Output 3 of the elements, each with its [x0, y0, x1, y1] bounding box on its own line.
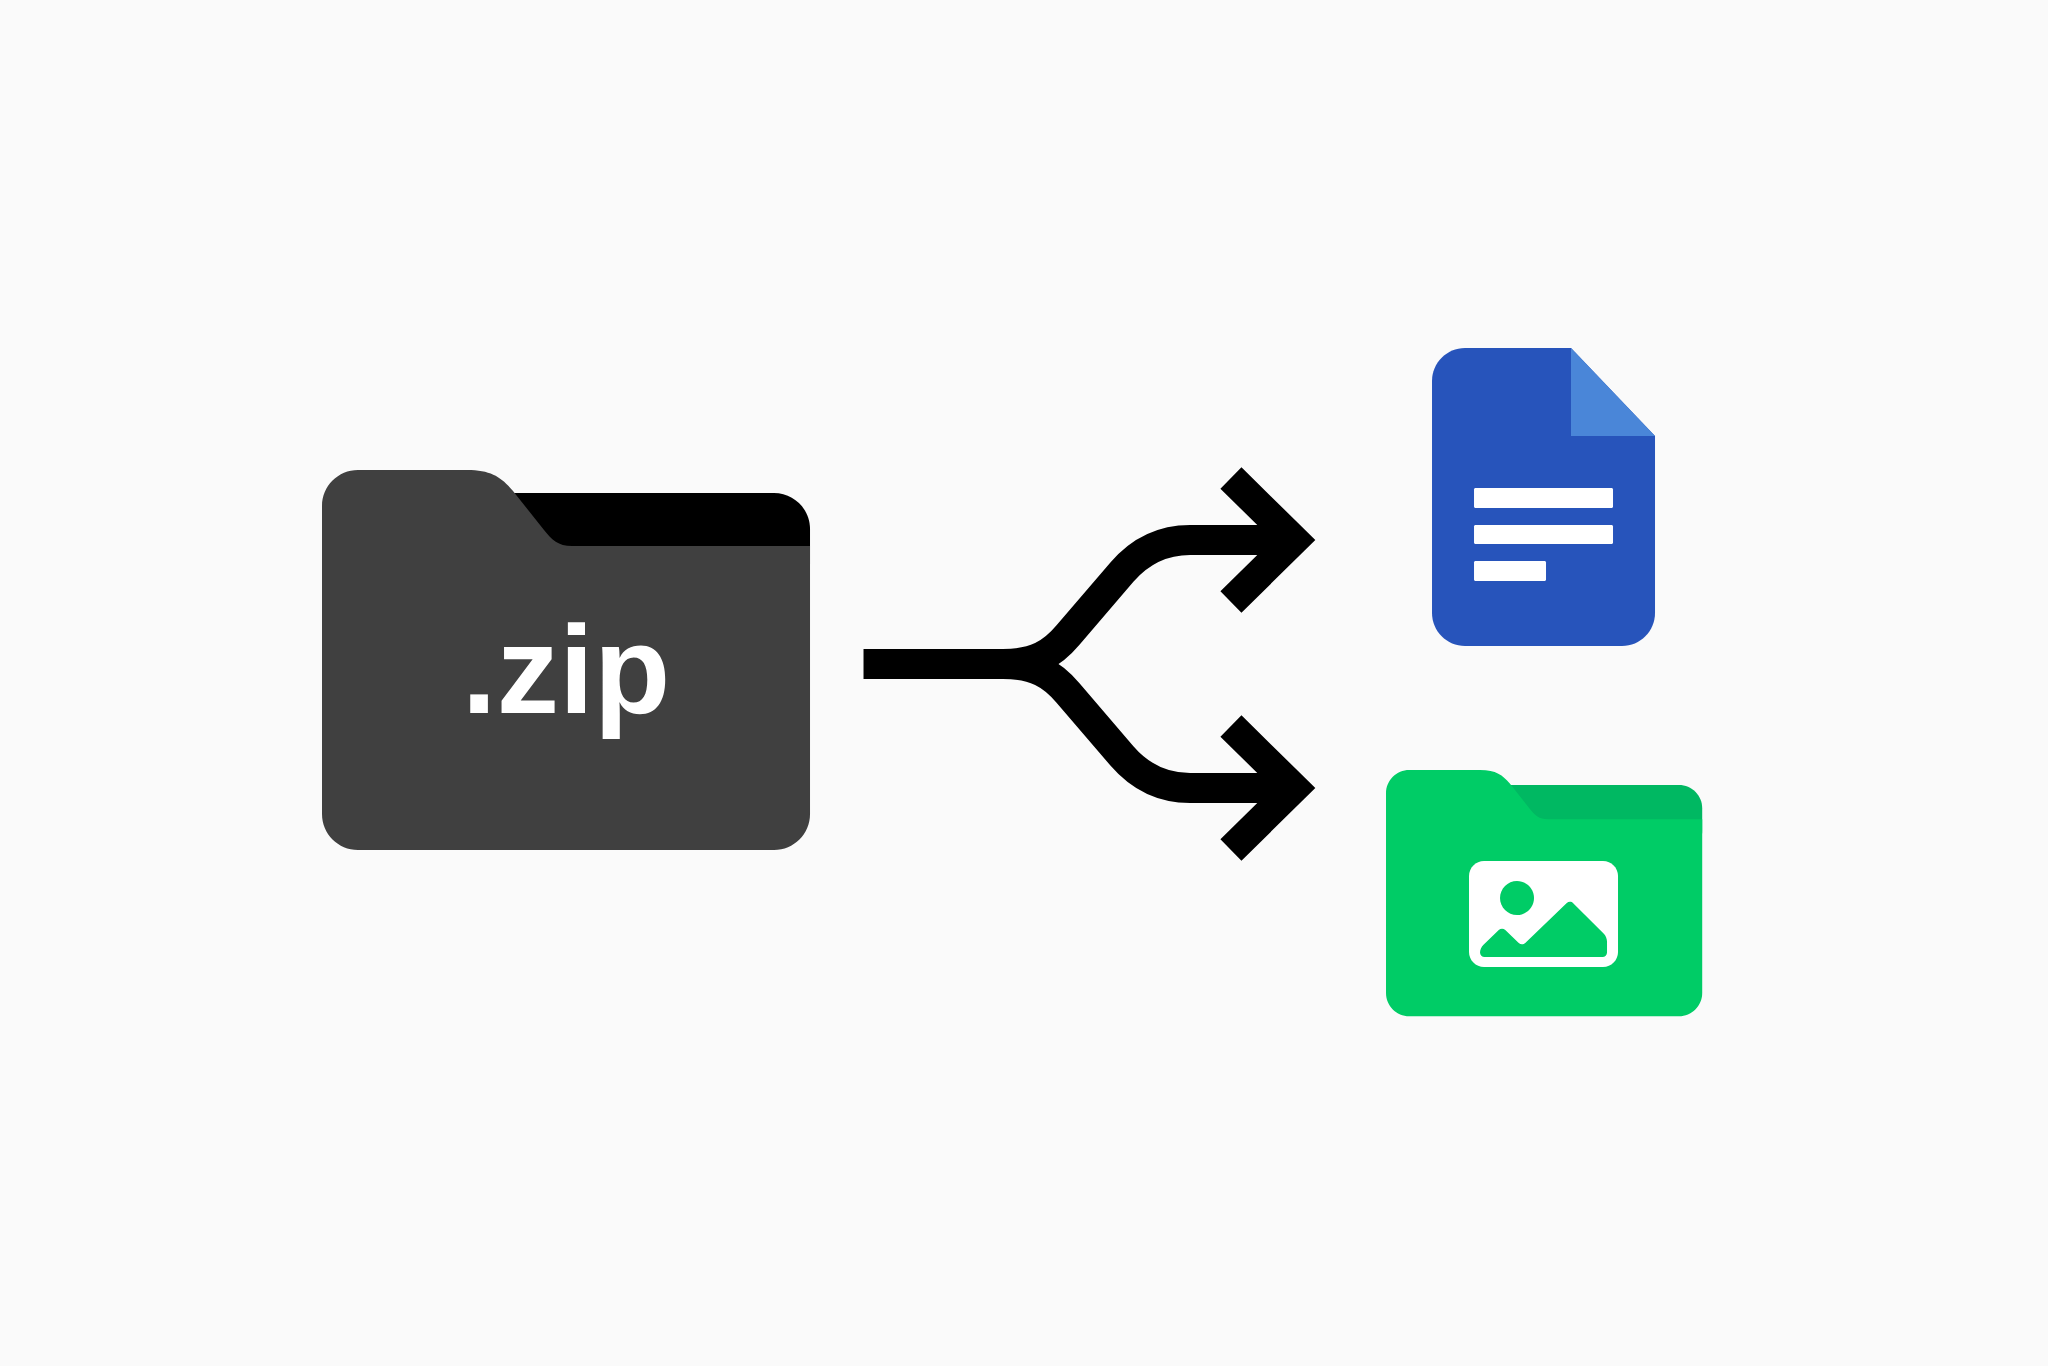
document: [1432, 348, 1655, 646]
folder: .zip: [322, 470, 810, 850]
arrow: [863, 649, 1316, 861]
